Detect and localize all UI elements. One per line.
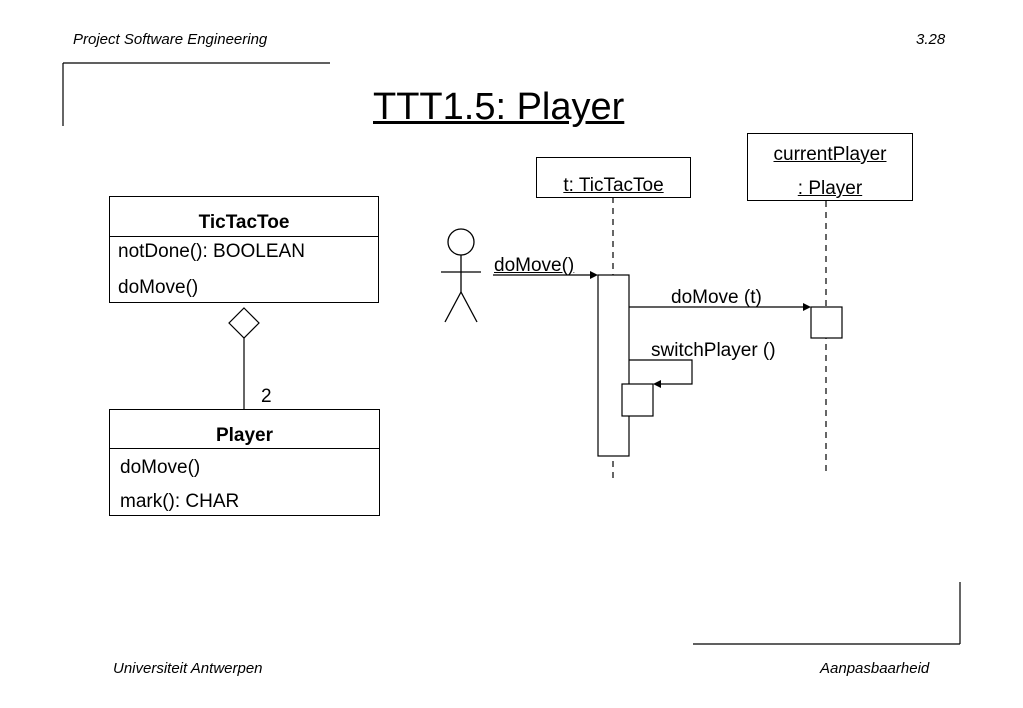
message-actor-label: doMove() — [494, 255, 575, 276]
aggregation-diamond — [228, 307, 260, 339]
slide-title: TTT1.5: Player — [373, 86, 625, 128]
footer-university: Universiteit Antwerpen — [113, 660, 263, 677]
class-tictactoe-name: TicTacToe — [110, 197, 378, 237]
multiplicity-label: 2 — [261, 386, 272, 407]
class-player: Player doMove() mark(): CHAR — [109, 409, 380, 516]
course-header: Project Software Engineering — [73, 31, 268, 48]
activation-player — [810, 306, 843, 339]
message-self-call-label: switchPlayer () — [651, 340, 776, 361]
class-player-name: Player — [110, 410, 379, 449]
object-current-player-line1: currentPlayer — [773, 144, 887, 165]
actor-icon — [441, 228, 481, 323]
activation-t-nested — [621, 383, 654, 417]
footer-topic: Aanpasbaarheid — [820, 660, 930, 677]
operation-player-domove: doMove() — [120, 457, 201, 478]
activation-t — [597, 274, 630, 457]
object-t: t: TicTacToe — [536, 157, 691, 198]
class-tictactoe: TicTacToe notDone(): BOOLEAN doMove() — [109, 196, 379, 303]
object-current-player: currentPlayer : Player — [747, 133, 913, 201]
operation-notdone: notDone(): BOOLEAN — [118, 241, 305, 262]
operation-mark: mark(): CHAR — [120, 491, 240, 512]
operation-domove: doMove() — [118, 277, 199, 298]
message-self-call-arrow — [629, 359, 693, 385]
message-domove-label: doMove (t) — [671, 287, 762, 308]
object-current-player-line2: : Player — [797, 178, 863, 199]
slide-number: 3.28 — [916, 31, 946, 48]
object-t-label: t: TicTacToe — [563, 175, 664, 196]
